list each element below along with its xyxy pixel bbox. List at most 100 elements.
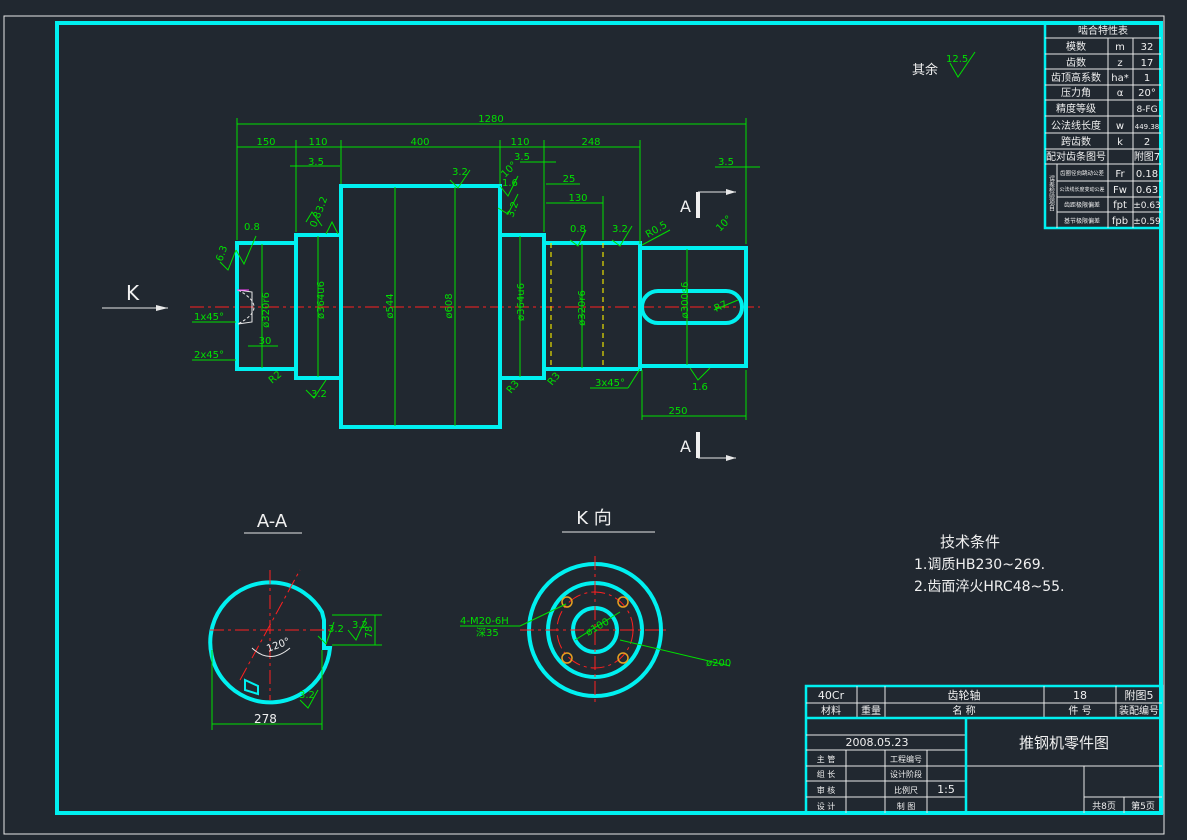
dim-overall: 1280: [478, 114, 503, 125]
gt-name-4: 精度等级: [1056, 102, 1096, 115]
section-a-top-label: A: [680, 197, 691, 216]
gt-val-11: ±0.59: [1133, 217, 1161, 227]
rough-08b: 0.8: [570, 224, 586, 235]
gt-name-3: 压力角: [1061, 86, 1091, 99]
tb-drawing-title: 推钢机零件图: [1019, 734, 1109, 752]
tb-field-1: 设计阶段: [890, 769, 922, 779]
gt-val-4: 8-FG: [1136, 105, 1157, 115]
section-aa-angle: 120°: [265, 636, 291, 655]
gt-name-11: 基节极限偏差: [1064, 217, 1100, 225]
gt-sym-0: m: [1115, 42, 1125, 53]
dim-30: 30: [259, 336, 272, 347]
gt-name-9: 公法线长度变动公差: [1059, 186, 1104, 193]
dim-chamfer-a: 3.5: [308, 157, 324, 168]
rough-32e: 3.2: [314, 195, 330, 214]
angle-10: 10°: [714, 214, 734, 234]
view-k-outer-dia: ø200: [706, 658, 731, 669]
dim-seg1: 150: [256, 137, 275, 148]
gt-val-3: 20°: [1138, 88, 1156, 99]
tb-field-2: 比例尺: [894, 785, 918, 795]
view-k-label: K: [126, 281, 140, 305]
view-k-thread: 4-M20-6H: [460, 616, 509, 627]
rough-32c: 3.2: [612, 224, 628, 235]
gt-sym-3: α: [1117, 88, 1124, 99]
gt-val-9: 0.63: [1136, 185, 1158, 196]
tb-count-label: 件 号: [1068, 705, 1091, 717]
dim-seg2: 110: [308, 137, 327, 148]
view-k-title: K 向: [576, 508, 612, 529]
gt-val-5: 449.38: [1135, 123, 1160, 131]
tb-weight-label: 重量: [861, 704, 881, 717]
dia-6: ø320r6: [577, 290, 588, 326]
rough-16b: 1.6: [692, 382, 708, 393]
dim-130: 130: [568, 193, 587, 204]
tb-field-3: 制 图: [897, 801, 916, 811]
radius-c: R3: [546, 371, 563, 388]
tb-part-name: 齿轮轴: [948, 688, 981, 702]
rough-16a: 1.6: [502, 178, 518, 189]
tb-material-label: 材料: [821, 704, 841, 717]
chamfer-3: 3x45°: [595, 378, 625, 389]
radius-a: R2: [267, 369, 284, 386]
section-aa-rough-b: 3.2: [328, 624, 344, 635]
gt-sym-2: ha*: [1111, 73, 1128, 84]
dim-250: 250: [668, 406, 687, 417]
gt-name-10: 齿距极限偏差: [1064, 201, 1100, 209]
outer-frame: [3, 15, 1165, 835]
dia-3: ø544: [385, 293, 396, 318]
gear-table-title: 啮合特性表: [1078, 24, 1128, 37]
dia-5: ø364u6: [516, 283, 527, 321]
tb-date: 2008.05.23: [846, 736, 909, 749]
gt-val-10: ±0.63: [1133, 201, 1161, 211]
tb-role-3: 设 计: [817, 801, 836, 811]
dim-seg5: 248: [581, 137, 600, 148]
gt-sym-5: w: [1116, 121, 1124, 132]
section-aa-key-width: 78: [364, 626, 375, 639]
inner-frame: [55, 21, 1163, 815]
gt-name-6: 跨齿数: [1061, 135, 1091, 148]
gt-val-7: 附图7: [1134, 150, 1160, 163]
tb-assembly-label: 装配编号: [1119, 704, 1159, 717]
tb-role-0: 主 管: [817, 754, 836, 764]
gt-sym-9: Fw: [1113, 185, 1127, 196]
view-k-bolt-circle: ø100: [584, 616, 611, 638]
dim-seg4: 110: [510, 137, 529, 148]
section-aa-shape: [208, 580, 333, 705]
surface-note-label: 其余: [912, 62, 938, 78]
tb-quantity: 18: [1073, 689, 1087, 702]
section-aa-depth: 278: [254, 712, 277, 726]
tech-line-1: 1.调质HB230~269.: [914, 557, 1045, 573]
rough-08c: 0.8: [308, 210, 324, 229]
rough-32b: 3.2: [505, 200, 521, 219]
tech-title: 技术条件: [940, 533, 1000, 551]
section-a-bottom-label: A: [680, 437, 691, 456]
shaft-outline: [235, 184, 748, 429]
gt-val-1: 17: [1141, 58, 1154, 69]
dim-chamfer-b: 3.5: [514, 152, 530, 163]
gt-val-2: 1: [1144, 73, 1150, 84]
gt-sym-10: fpt: [1113, 200, 1127, 211]
rough-08a: 0.8: [244, 222, 260, 233]
tech-line-2: 2.齿面淬火HRC48~55.: [914, 579, 1065, 595]
tb-field-0: 工程编号: [890, 754, 922, 764]
gear-table: 啮合特性表 模数 m 32 齿数 z 17 齿顶高系数 ha* 1 压力角 α …: [1043, 21, 1163, 230]
gt-sym-1: z: [1117, 58, 1122, 69]
dia-7: ø300s6: [680, 282, 691, 319]
section-aa-title: A-A: [257, 511, 288, 532]
tb-role-1: 组 长: [817, 769, 836, 779]
gt-name-0: 模数: [1066, 40, 1086, 53]
title-block: [804, 684, 1164, 815]
gt-name-7: 配对齿条图号: [1046, 150, 1106, 163]
chamfer-1: 1x45°: [194, 312, 224, 323]
tb-figure-no: 附图5: [1125, 688, 1154, 702]
gt-name-2: 齿顶高系数: [1051, 71, 1101, 84]
section-aa-rough-c: 3.2: [299, 690, 315, 701]
gt-side-label: 误差检验项目: [1048, 174, 1055, 212]
dia-1: ø320r6: [261, 292, 272, 328]
gt-sym-6: k: [1117, 137, 1123, 148]
view-k-bolt-holes: [561, 596, 629, 664]
tb-name-label: 名 称: [952, 704, 975, 717]
gt-val-6: 2: [1144, 137, 1150, 148]
gt-sym-8: Fr: [1115, 169, 1125, 180]
